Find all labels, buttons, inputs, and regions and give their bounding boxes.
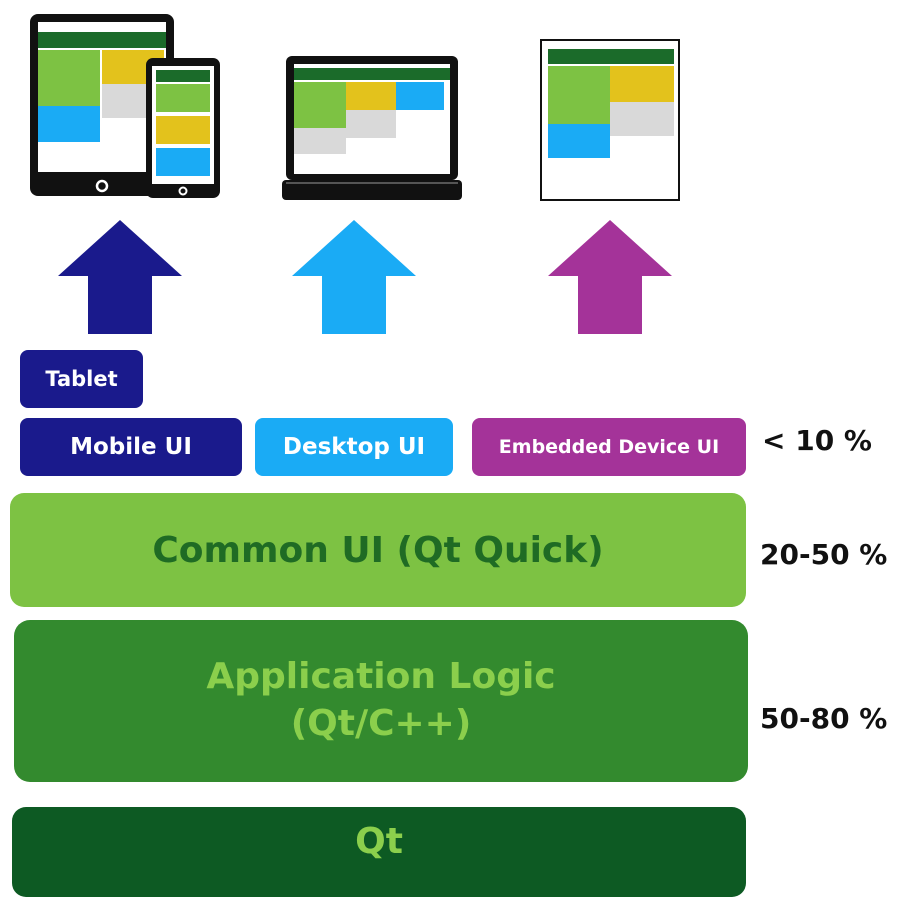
application-logic-label: Application Logic <box>206 656 556 698</box>
qt-label: Qt <box>355 821 403 862</box>
app-logic-percentage: 50-80 % <box>760 702 888 735</box>
embedded-screen-illustration <box>540 39 680 201</box>
tablet-ui-box: Tablet <box>20 350 143 408</box>
laptop-illustration <box>282 54 462 202</box>
embedded-up-arrow <box>548 220 672 334</box>
application-logic-sublabel: (Qt/C++) <box>290 703 472 744</box>
embedded-ui-box: Embedded Device UI <box>472 418 746 476</box>
mobile-ui-label: Mobile UI <box>70 434 192 460</box>
phone-illustration <box>144 56 222 200</box>
application-logic-layer: Application Logic (Qt/C++) <box>14 620 748 782</box>
qt-layer: Qt <box>12 807 746 897</box>
common-ui-layer: Common UI (Qt Quick) <box>10 493 746 607</box>
tablet-illustration <box>28 12 176 198</box>
device-ui-percentage: < 10 % <box>762 424 872 457</box>
mobile-up-arrow <box>58 220 182 334</box>
desktop-ui-label: Desktop UI <box>282 434 426 460</box>
common-ui-label: Common UI (Qt Quick) <box>152 529 604 571</box>
common-ui-percentage: 20-50 % <box>760 538 888 571</box>
desktop-up-arrow <box>292 220 416 334</box>
embedded-ui-label: Embedded Device UI <box>498 436 720 458</box>
desktop-ui-box: Desktop UI <box>255 418 453 476</box>
mobile-ui-box: Mobile UI <box>20 418 242 476</box>
tablet-label: Tablet <box>45 367 118 391</box>
